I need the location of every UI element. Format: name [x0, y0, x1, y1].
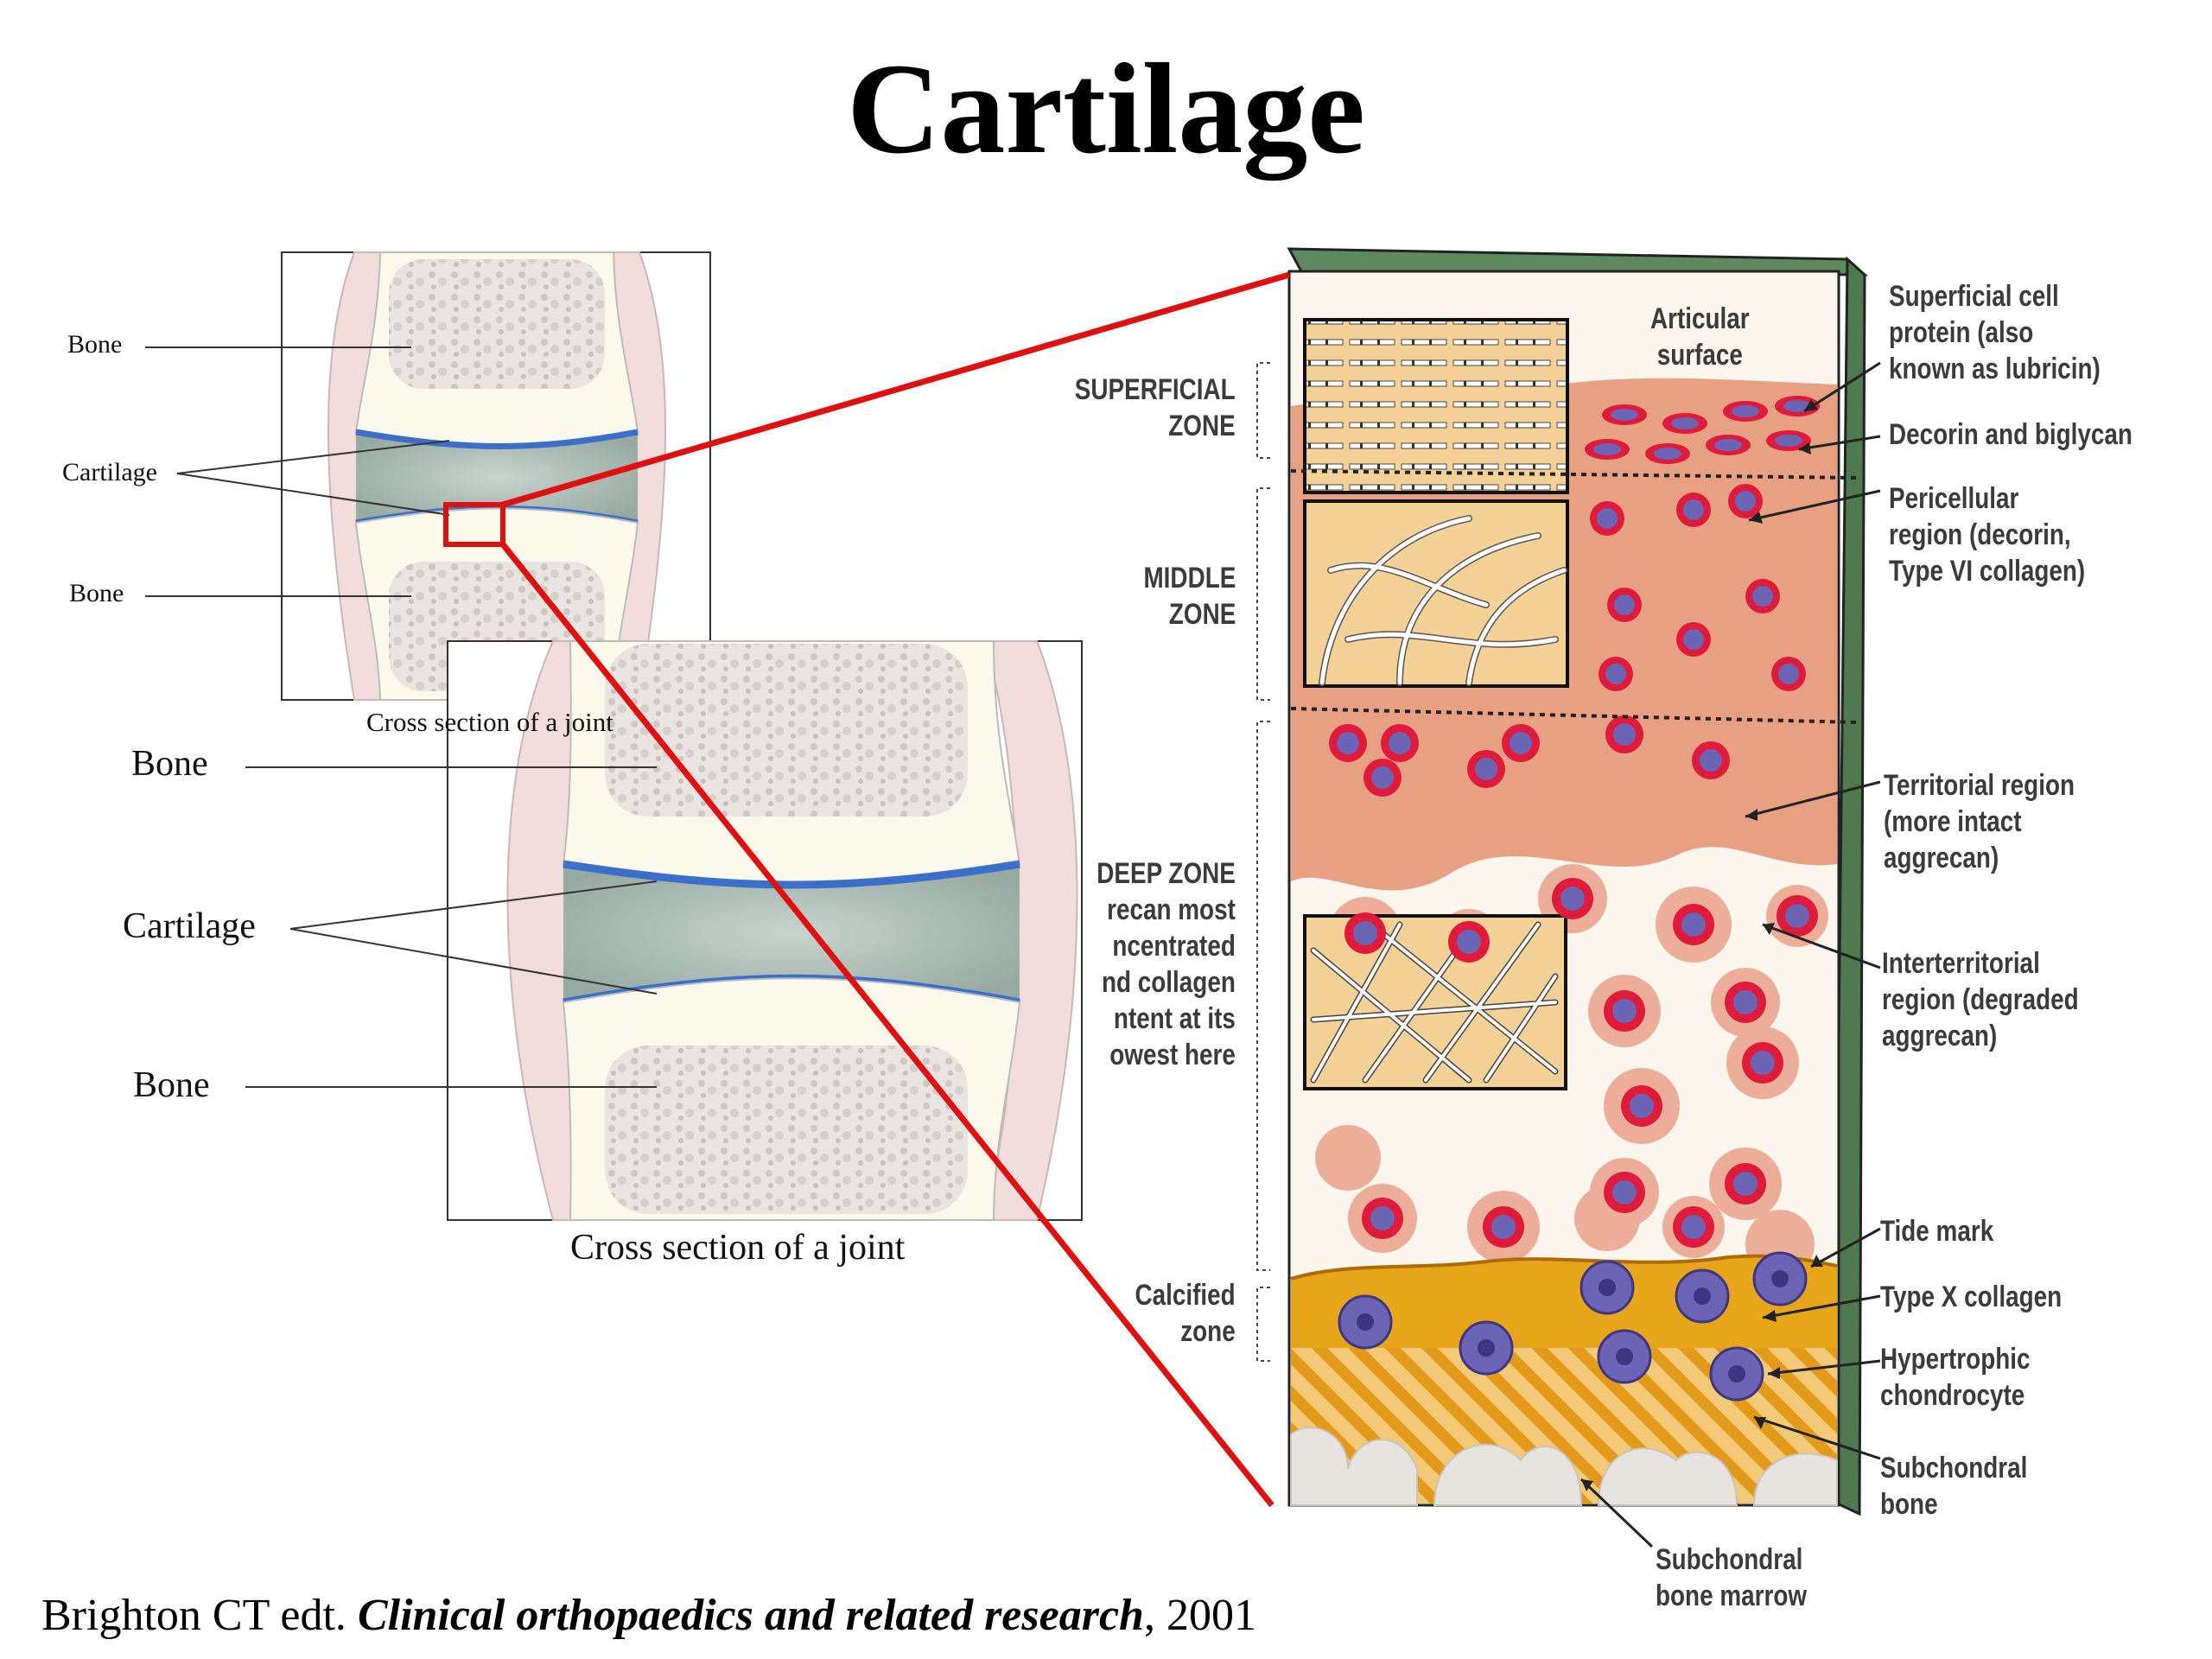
- large-bone-top-label: Bone: [131, 744, 208, 784]
- large-bone-bottom-label: Bone: [133, 1065, 210, 1105]
- citation: Brighton CT edt. Clinical orthopaedics a…: [41, 1591, 1256, 1640]
- annotation-tide-mark: Tide mark: [1880, 1215, 1994, 1248]
- small-caption: Cross section of a joint: [366, 707, 613, 737]
- annotation-type-x: Type X collagen: [1880, 1281, 2063, 1313]
- small-bone-top-label: Bone: [67, 330, 123, 359]
- cartilage-zones-block: [1256, 247, 1881, 1548]
- large-caption: Cross section of a joint: [570, 1228, 906, 1268]
- small-bone-bottom-label: Bone: [69, 579, 124, 607]
- joint-small-illustration: [145, 251, 711, 701]
- page-title: Cartilage: [847, 37, 1365, 181]
- joint-large-illustration: [245, 640, 1083, 1221]
- large-cartilage-label: Cartilage: [123, 906, 256, 946]
- zoom-box: [443, 502, 505, 547]
- annotation-decorin: Decorin and biglycan: [1889, 418, 2133, 451]
- zoom-line-bottom: [500, 542, 1274, 1508]
- zoom-line-top: [502, 271, 1290, 508]
- small-cartilage-label: Cartilage: [62, 458, 157, 486]
